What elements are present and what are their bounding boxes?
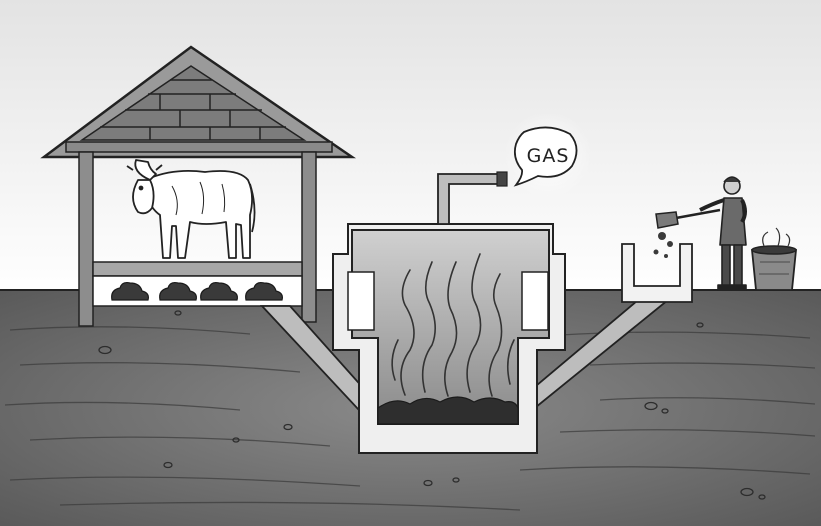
shed-beam: [66, 142, 332, 152]
digester-slurry: [378, 397, 518, 424]
gas-label: GAS: [527, 145, 570, 167]
speech-bubble-icon: GAS: [504, 111, 592, 199]
shed-floor: [93, 262, 302, 276]
digester-slot-right: [522, 272, 548, 330]
shed-post-left: [79, 152, 93, 326]
digester-slot-left: [348, 272, 374, 330]
shed-post-right: [302, 152, 316, 322]
gas-pipe-valve: [497, 172, 507, 186]
